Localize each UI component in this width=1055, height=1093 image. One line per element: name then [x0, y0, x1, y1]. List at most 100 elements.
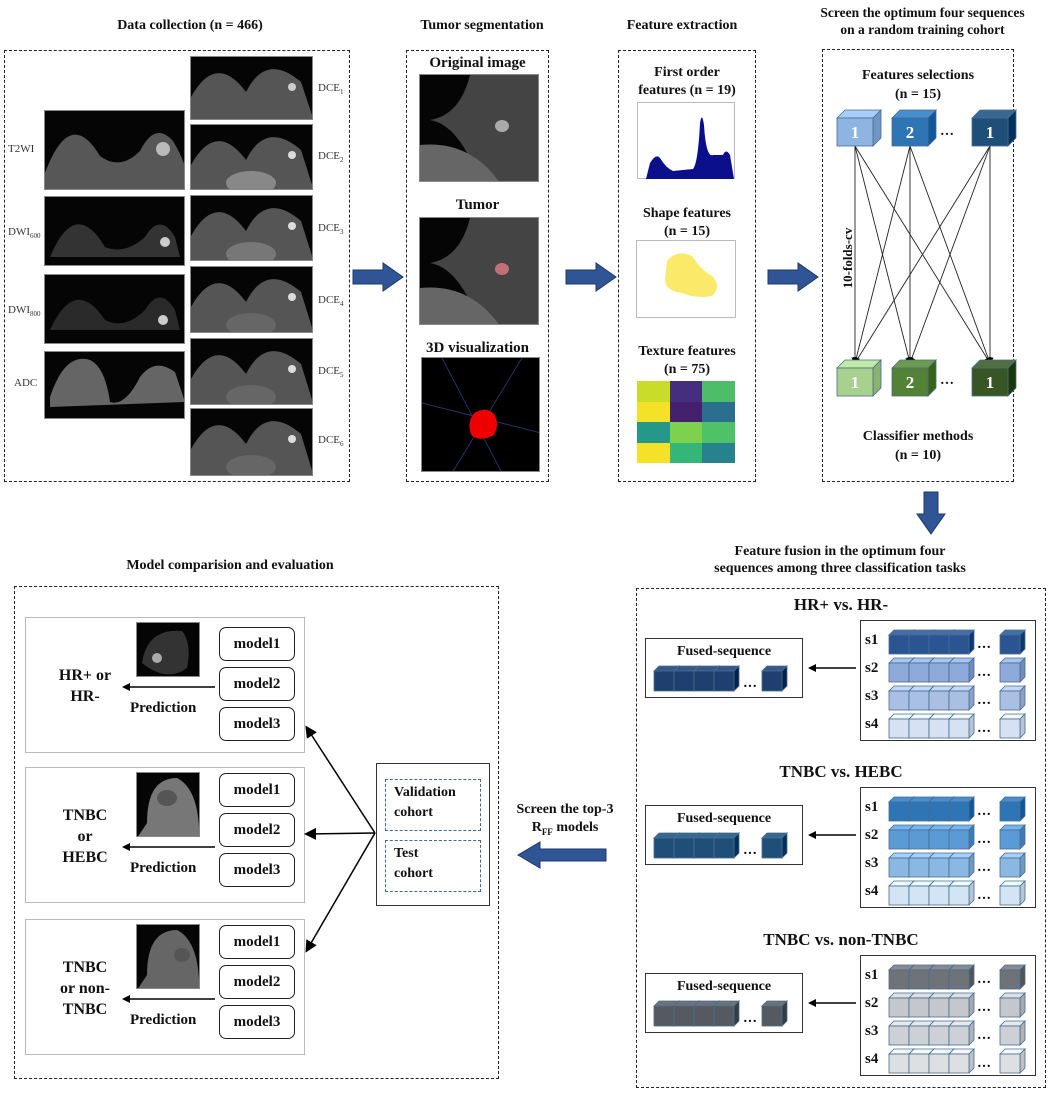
feature-extraction-panel	[618, 50, 756, 482]
shape-feature-image	[636, 240, 736, 318]
texture-cell	[702, 381, 735, 402]
sequence-cube	[948, 713, 975, 739]
test-cohort[interactable]: Test cohort	[385, 840, 481, 892]
sequence-cube	[999, 657, 1026, 683]
arrow-to-panel-1	[305, 725, 376, 834]
sequence-row-label: s3	[865, 1023, 879, 1039]
model-box[interactable]: model3	[219, 707, 295, 741]
model-box[interactable]: model2	[219, 667, 295, 701]
sequence-row-label: s2	[865, 995, 879, 1011]
svg-text:1: 1	[851, 123, 860, 142]
model-box[interactable]: model1	[219, 773, 295, 807]
classifier-cube: 1	[836, 359, 882, 397]
sequence-row-cubes: …	[888, 629, 1026, 655]
screen-top3-label: Screen the top-3 RFF models	[516, 802, 614, 837]
sequence-row-label: s4	[865, 883, 879, 899]
sequence-row-cubes: …	[888, 852, 1026, 878]
selection-ellipsis: …	[940, 124, 954, 139]
model-box[interactable]: model3	[219, 1005, 295, 1039]
ellipsis: …	[977, 693, 991, 708]
texture-cell	[669, 422, 703, 443]
texture-cell	[702, 442, 735, 463]
mri-dce3-image	[190, 195, 313, 261]
sequence-row-cubes: …	[888, 824, 1026, 850]
fused-cubes: …	[653, 832, 788, 859]
mri-adc-image	[44, 351, 185, 419]
sequence-row-cubes: …	[888, 964, 1026, 990]
sequence-cube	[999, 824, 1026, 850]
model-box[interactable]: model1	[219, 925, 295, 959]
screening-title: Screen the optimum four sequences on a r…	[820, 5, 1025, 37]
feature-extraction-title: Feature extraction	[626, 18, 738, 33]
arrow-right-icon	[565, 262, 617, 292]
3d-visualization-image	[421, 357, 540, 472]
fusion-task-title: TNBC vs. HEBC	[779, 762, 903, 781]
fused-cube	[713, 1000, 740, 1027]
sequence-row-cubes: …	[888, 796, 1026, 822]
mri-dwi800-image	[44, 274, 185, 344]
ellipsis: …	[977, 665, 991, 680]
ellipsis: …	[977, 888, 991, 903]
sequence-row-label: s3	[865, 688, 879, 704]
sequence-label-dce6: DCE6	[318, 434, 344, 449]
sequence-row-cubes: …	[888, 713, 1026, 739]
ellipsis: …	[977, 804, 991, 819]
fusion-arrow-icon	[808, 999, 856, 1007]
sequence-cube	[888, 685, 915, 711]
mri-dwi600-image	[44, 196, 185, 266]
prediction-arrow-icon	[122, 995, 215, 1003]
sequence-label-t2wi: T2WI	[8, 143, 35, 155]
texture-cell	[637, 422, 670, 443]
fused-sequence-label: Fused-sequence	[676, 644, 772, 659]
texture-features-label: Texture features (n = 75)	[638, 344, 736, 377]
fused-cubes: …	[653, 1000, 788, 1027]
data-collection-panel	[4, 50, 350, 482]
sequence-cube	[948, 824, 975, 850]
sequence-label-dce2: DCE2	[318, 150, 344, 165]
prediction-label: Prediction	[130, 860, 197, 876]
feature-fusion-panel	[636, 588, 1046, 1088]
panel-label-original-image: Original image	[429, 55, 526, 71]
arrow-left-icon	[517, 841, 607, 869]
model-box[interactable]: model1	[219, 627, 295, 661]
sequence-cube	[948, 796, 975, 822]
texture-cell	[702, 422, 735, 443]
sequence-cube	[999, 852, 1026, 878]
sequence-cube	[999, 1048, 1026, 1074]
texture-cell	[637, 442, 670, 463]
prediction-mri-image	[136, 622, 200, 677]
model-box[interactable]: model3	[219, 853, 295, 887]
fused-cube	[761, 832, 788, 859]
sequence-cube	[948, 852, 975, 878]
prediction-arrow-icon	[122, 843, 215, 851]
validation-cohort[interactable]: Validation cohort	[385, 779, 481, 831]
prediction-label: Prediction	[130, 1012, 197, 1028]
texture-cell	[702, 401, 735, 422]
tumor-segmentation-title: Tumor segmentation	[420, 18, 544, 33]
sequence-row-cubes: …	[888, 1048, 1026, 1074]
sequence-cube	[948, 992, 975, 1018]
ellipsis: …	[977, 972, 991, 987]
model-box[interactable]: model2	[219, 965, 295, 999]
fused-sequence-label: Fused-sequence	[676, 811, 772, 826]
panel-label-3d-visualization: 3D visualization	[426, 340, 529, 356]
fused-cube	[713, 665, 740, 692]
sequence-cube	[999, 1020, 1026, 1046]
sequence-row-label: s4	[865, 1051, 879, 1067]
svg-text:1: 1	[851, 373, 860, 392]
sequence-row-cubes: …	[888, 880, 1026, 906]
prediction-mri-image	[136, 772, 200, 837]
sequence-row-label: s2	[865, 660, 879, 676]
feature-selection-cube: 2	[891, 109, 937, 147]
sequence-label-dce4: DCE4	[318, 294, 344, 309]
model-box[interactable]: model2	[219, 813, 295, 847]
ellipsis: …	[743, 843, 757, 858]
fused-cube	[761, 665, 788, 692]
svg-text:2: 2	[906, 373, 915, 392]
sequence-row-label: s1	[865, 799, 879, 815]
sequence-label-dce3: DCE3	[318, 222, 344, 237]
ellipsis: …	[977, 1028, 991, 1043]
texture-cell	[669, 401, 703, 422]
